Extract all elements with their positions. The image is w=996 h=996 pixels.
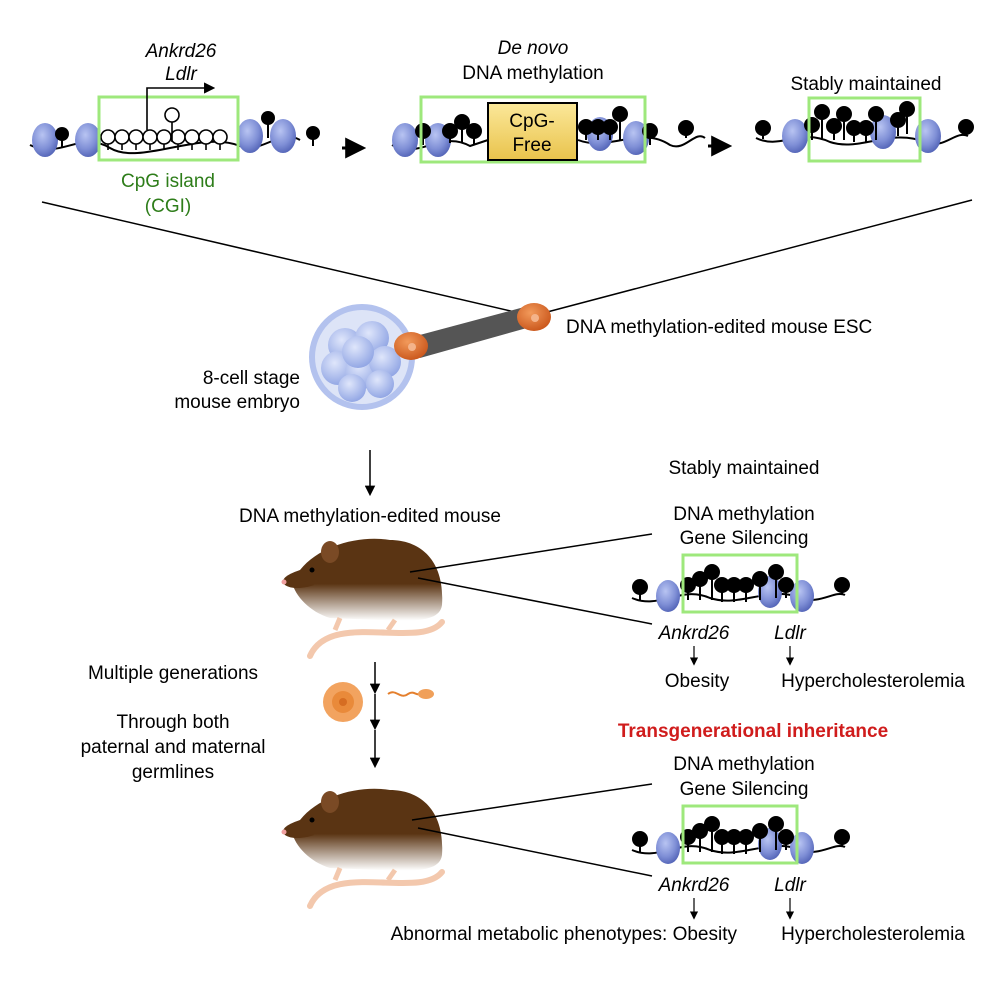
gene-name-ldlr: Ldlr <box>165 64 197 85</box>
cgi-label-line1: CpG island <box>121 171 215 192</box>
stable-title-top: Stably maintained <box>790 74 941 95</box>
embryo-label-line2: mouse embryo <box>174 392 300 413</box>
embryo-label-line1: 8-cell stage <box>203 368 300 389</box>
transgen-label: Transgenerational inheritance <box>618 721 888 742</box>
unmethylated-cgi-strand <box>29 82 320 162</box>
funnel-line-right <box>531 199 973 317</box>
panel2-gene2: Ldlr <box>774 875 806 896</box>
injection-pipette <box>416 306 534 358</box>
connector-mouse1-top <box>409 533 653 573</box>
panel1-methylation: DNA methylation <box>673 504 815 525</box>
cpg-free-line2: Free <box>512 135 551 156</box>
panel1-silencing: Gene Silencing <box>680 528 809 549</box>
panel2-methylation: DNA methylation <box>673 754 815 775</box>
panel1-stable: Stably maintained <box>668 458 819 479</box>
gene-name-ankrd26: Ankrd26 <box>145 41 217 62</box>
stable-methylation-strand <box>755 96 974 163</box>
denovo-title-line1: De novo <box>498 38 569 59</box>
connector-mouse2-bottom <box>417 827 653 877</box>
through-line2: paternal and maternal <box>81 737 266 758</box>
through-line1: Through both <box>116 712 229 733</box>
through-line3: germlines <box>132 762 214 783</box>
funnel-line-left <box>41 201 533 317</box>
mouse-edited <box>281 538 445 659</box>
panel1-phenotype-hyperchol: Hypercholesterolemia <box>781 671 965 692</box>
panel1-phenotype-obesity: Obesity <box>665 671 730 692</box>
cgi-box <box>97 95 240 162</box>
cgi-label-line2: (CGI) <box>145 196 191 217</box>
tss-arrow <box>146 82 216 130</box>
connector-mouse2-top <box>411 783 653 821</box>
panel2-phenotype-hyperchol: Hypercholesterolemia <box>781 924 965 945</box>
panel2-gene1: Ankrd26 <box>658 875 730 896</box>
connector-mouse1-bottom <box>417 577 653 625</box>
cpg-free-box <box>487 102 578 161</box>
esc-label: DNA methylation-edited mouse ESC <box>566 317 872 338</box>
denovo-title-line2: DNA methylation <box>462 63 604 84</box>
panel1-methylated-strand <box>631 553 850 614</box>
multi-gen-label: Multiple generations <box>88 663 258 684</box>
mouse-offspring <box>281 788 445 909</box>
edited-mouse-label: DNA methylation-edited mouse <box>239 506 501 527</box>
panel2-methylated-strand <box>631 804 850 865</box>
panel2-silencing: Gene Silencing <box>680 779 809 800</box>
cpg-free-line1: CpG- <box>509 111 554 132</box>
panel1-gene2: Ldlr <box>774 623 806 644</box>
cgi-box-denovo <box>419 95 647 164</box>
embryo-injection-illustration <box>309 303 551 410</box>
panel1-gene1: Ankrd26 <box>658 623 730 644</box>
cgi-box-stable <box>807 96 922 163</box>
panel2-phenotype-prefix: Abnormal metabolic phenotypes: Obesity <box>391 924 738 945</box>
germ-cells-icon <box>323 682 434 722</box>
denovo-methylation-strand <box>391 95 706 164</box>
